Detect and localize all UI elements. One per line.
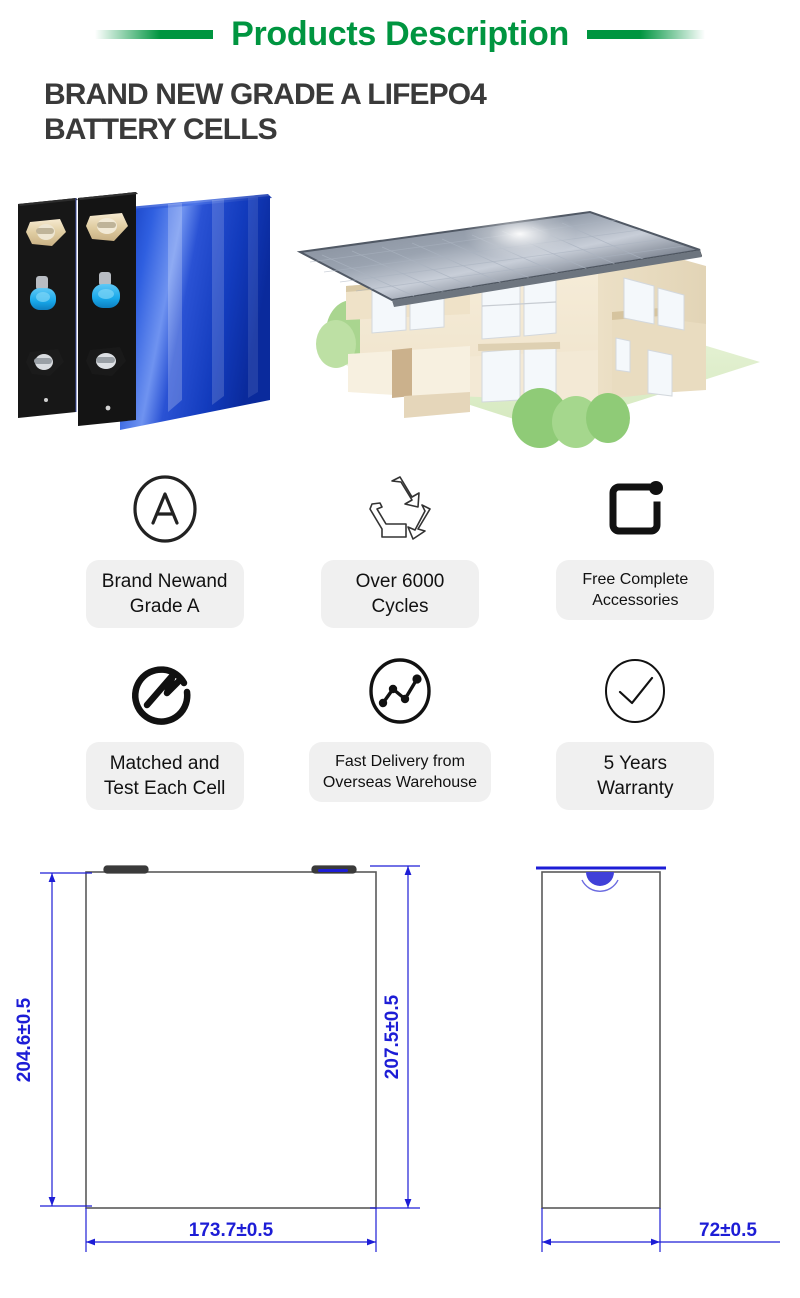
dash-right-icon	[586, 29, 705, 39]
feature-item[interactable]: Brand Newand Grade A	[56, 466, 273, 629]
house-illustration	[296, 208, 706, 418]
section-header: Products Description	[0, 0, 800, 68]
battery-cells-illustration	[18, 192, 272, 430]
circled-a-icon	[122, 466, 208, 552]
dimension-height-left: 204.6±0.5	[14, 997, 35, 1082]
feature-item[interactable]: 5 Years Warranty	[527, 648, 744, 811]
cell-terminal-group-front	[86, 213, 128, 411]
bush-group-front	[512, 388, 630, 448]
page-title: Products Description	[231, 14, 569, 53]
technical-drawings: 204.6±0.5 207.5±0.5 173.7±0.5 72±0.5	[0, 840, 800, 1298]
feature-label: Over 6000 Cycles	[320, 560, 479, 629]
line-chart-circle-icon	[357, 648, 443, 734]
feature-label: Matched and Test Each Cell	[85, 742, 244, 811]
accessories-bracket-icon	[592, 466, 678, 552]
feature-label: Free Complete Accessories	[556, 560, 715, 621]
feature-item[interactable]: Matched and Test Each Cell	[56, 648, 273, 811]
feature-label: Brand Newand Grade A	[85, 560, 244, 629]
feature-item[interactable]: Fast Delivery from Overseas Warehouse	[291, 648, 508, 810]
lightning-circle-icon	[122, 648, 208, 734]
dimension-width-side: 72±0.5	[699, 1220, 757, 1241]
hero-title: BRAND NEW GRADE A LIFEPO4 BATTERY CELLS	[44, 78, 487, 146]
hero-artwork	[0, 100, 800, 460]
feature-label: 5 Years Warranty	[556, 742, 715, 811]
feature-item[interactable]: Over 6000 Cycles	[291, 466, 508, 629]
cell-terminal-group-rear	[26, 219, 66, 402]
dash-left-icon	[95, 29, 214, 39]
feature-item[interactable]: Free Complete Accessories	[527, 466, 744, 628]
feature-label: Fast Delivery from Overseas Warehouse	[308, 742, 492, 803]
check-circle-icon	[592, 648, 678, 734]
dimension-height-right: 207.5±0.5	[382, 994, 403, 1079]
recycle-icon	[357, 466, 443, 552]
dimension-width-front: 173.7±0.5	[189, 1220, 274, 1241]
feature-grid: Brand Newand Grade A Over 6000 Cycles	[56, 466, 744, 811]
